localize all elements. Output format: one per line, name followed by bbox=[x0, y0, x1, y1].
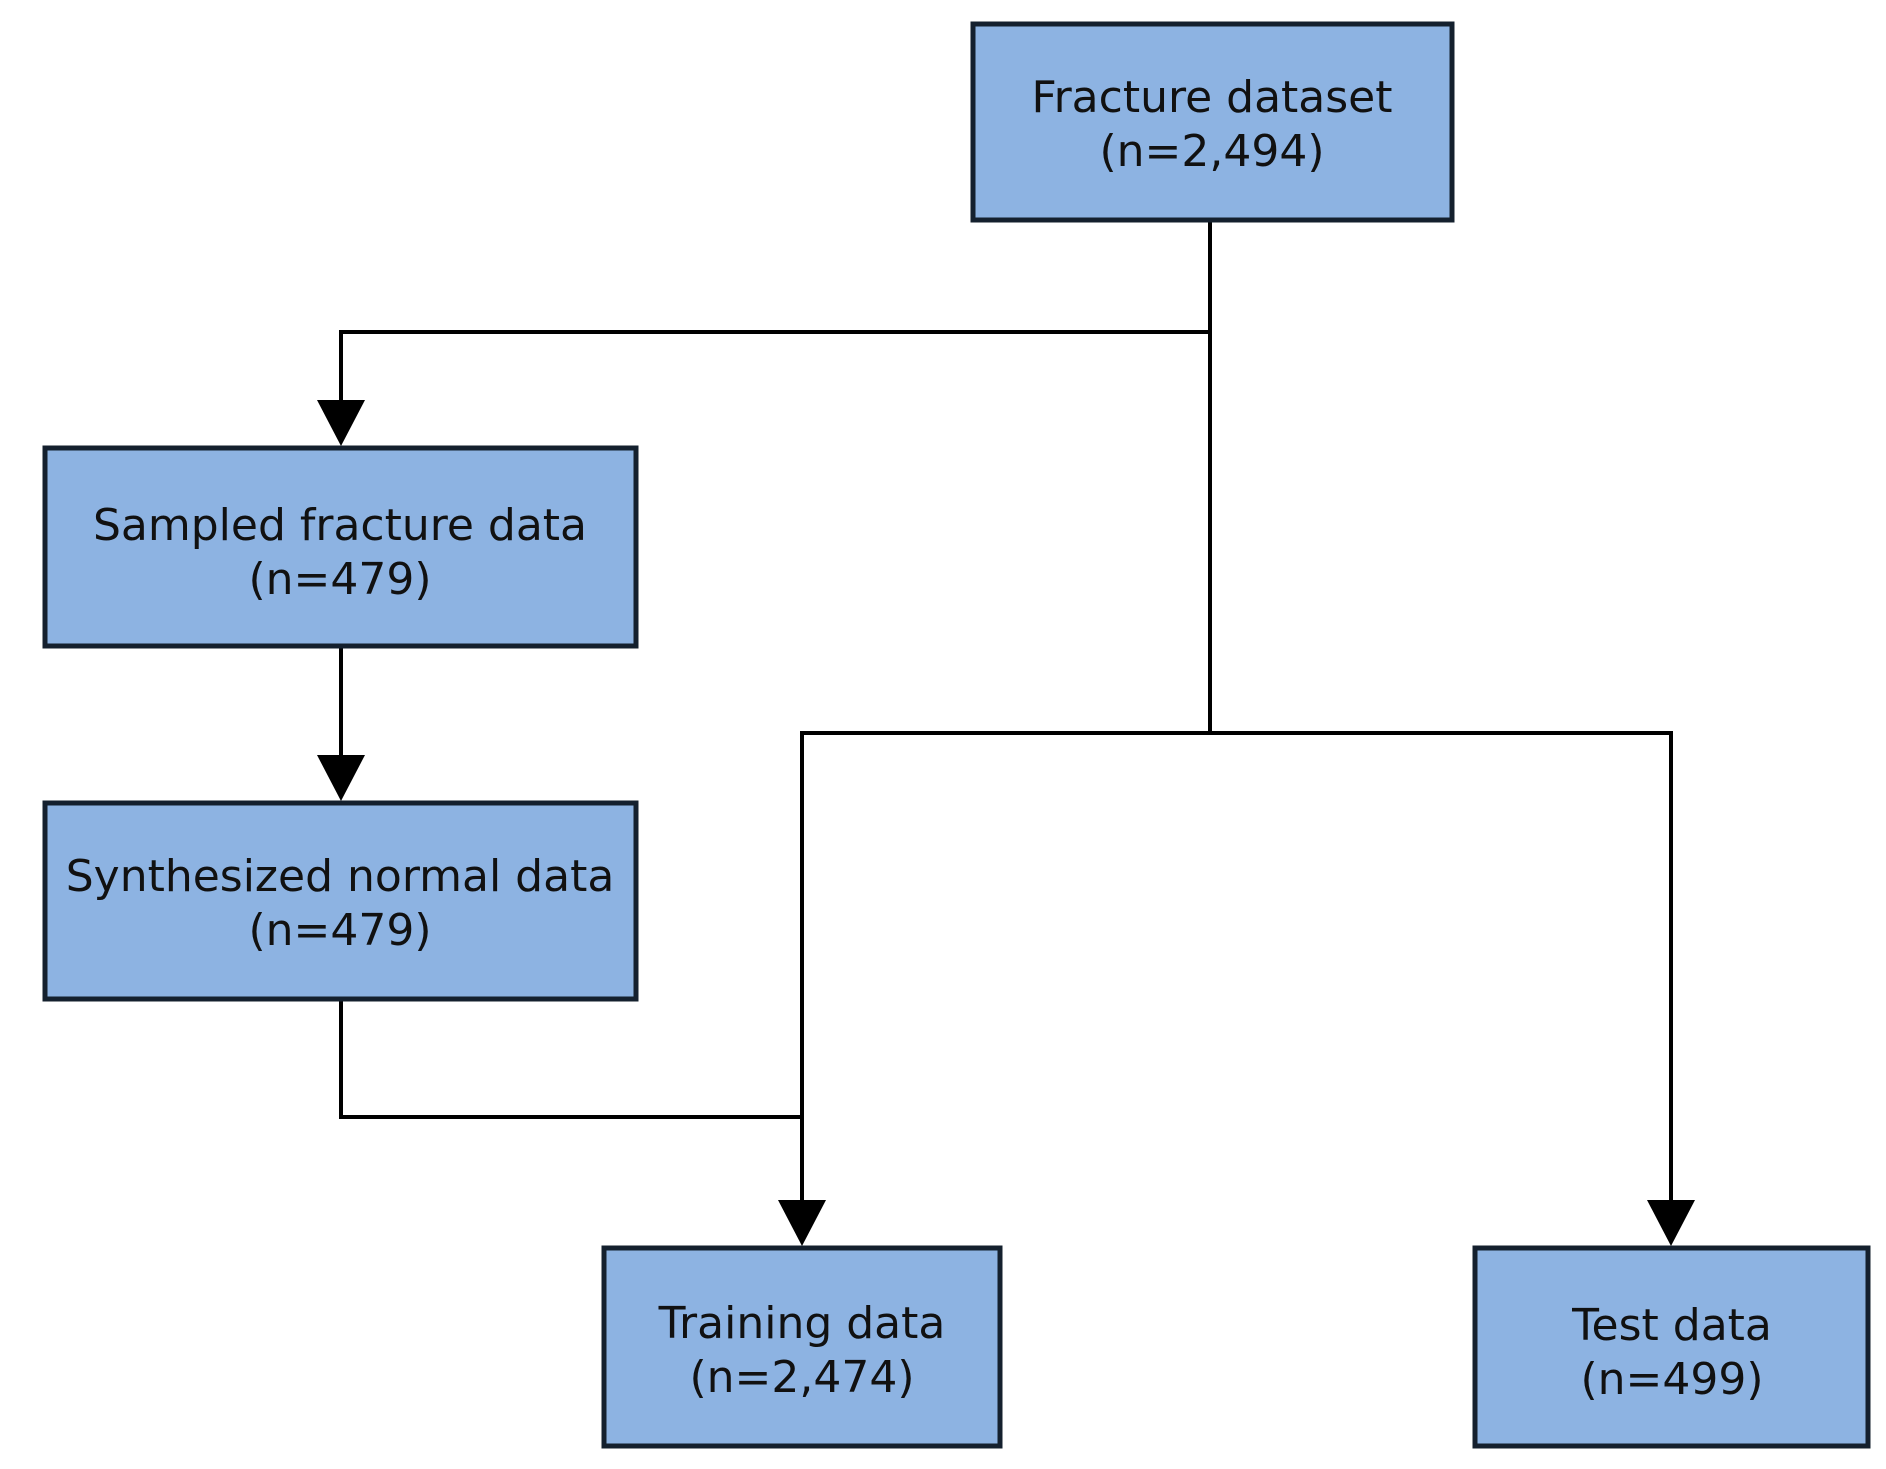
arrowhead-to-sampled bbox=[317, 400, 365, 446]
node-fracture-dataset: Fracture dataset (n=2,494) bbox=[970, 21, 1455, 223]
arrowhead-to-test bbox=[1647, 1200, 1695, 1246]
sampled-fracture-count: (n=479) bbox=[248, 554, 431, 605]
synthesized-normal-count: (n=479) bbox=[248, 905, 431, 956]
connectors bbox=[317, 220, 1695, 1246]
connector-synthesized-to-training bbox=[339, 1001, 802, 1119]
training-data-title: Training data bbox=[658, 1298, 946, 1349]
arrowhead-to-synthesized bbox=[317, 755, 365, 801]
test-data-count: (n=499) bbox=[1580, 1354, 1763, 1405]
node-test-data: Test data (n=499) bbox=[1472, 1245, 1871, 1449]
test-data-title: Test data bbox=[1571, 1300, 1772, 1351]
training-data-count: (n=2,474) bbox=[689, 1352, 914, 1403]
node-synthesized-normal-data: Synthesized normal data (n=479) bbox=[42, 800, 639, 1002]
synthesized-normal-title: Synthesized normal data bbox=[66, 851, 615, 902]
connector-to-sampled bbox=[339, 330, 1210, 402]
node-sampled-fracture-data: Sampled fracture data (n=479) bbox=[42, 445, 639, 649]
node-training-data: Training data (n=2,474) bbox=[601, 1245, 1003, 1449]
sampled-fracture-title: Sampled fracture data bbox=[93, 500, 587, 551]
connector-split bbox=[800, 731, 1673, 1202]
fracture-dataset-count: (n=2,494) bbox=[1099, 126, 1324, 177]
fracture-dataset-title: Fracture dataset bbox=[1031, 72, 1392, 123]
arrowhead-to-training bbox=[778, 1200, 826, 1246]
